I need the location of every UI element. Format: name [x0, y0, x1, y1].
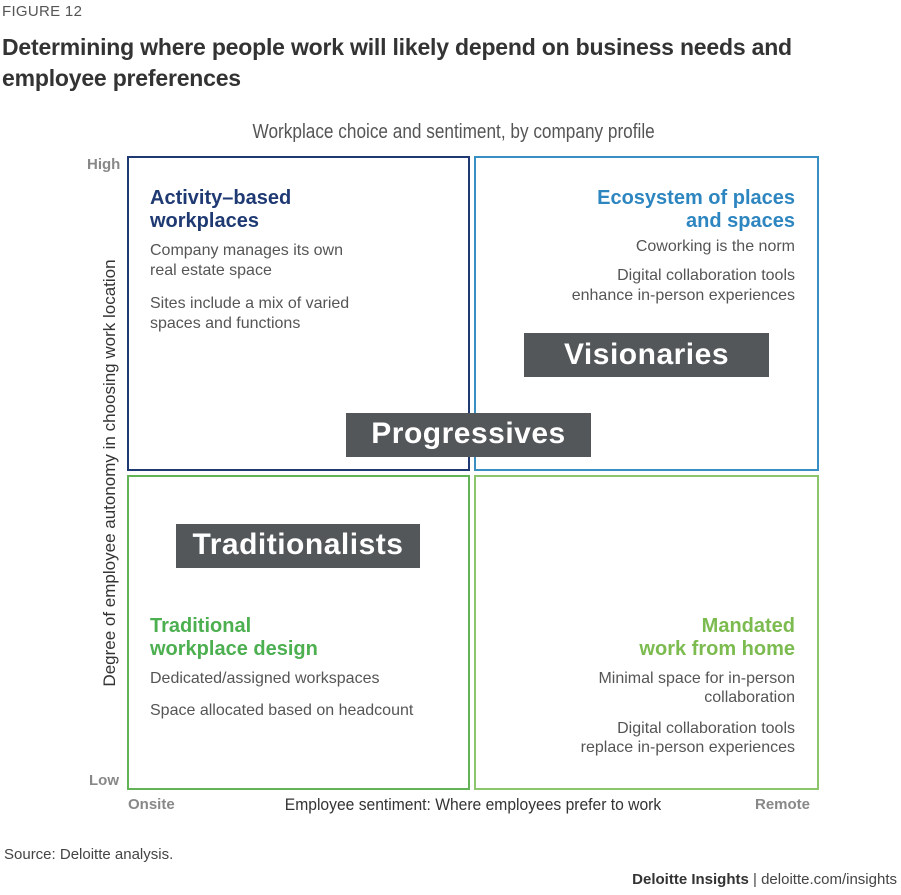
progressives-badge: Progressives — [346, 413, 591, 457]
brand-name: Deloitte Insights — [632, 871, 749, 888]
quadrant-top-right-title: Ecosystem of places and spaces — [572, 187, 795, 233]
item-line: spaces and functions — [150, 315, 301, 332]
item-line: replace in-person experiences — [580, 739, 795, 756]
quadrant-top-right-item: Digital collaboration tools enhance in-p… — [572, 266, 795, 306]
x-axis-remote-label: Remote — [755, 796, 811, 813]
footer-url: deloitte.com/insights — [761, 871, 897, 888]
quadrant-top-left-item: Company manages its own real estate spac… — [150, 241, 349, 281]
traditionalists-badge: Traditionalists — [176, 524, 420, 568]
figure-label: FIGURE 12 — [2, 3, 83, 20]
quadrant-bottom-right-content: Mandated work from home Minimal space fo… — [581, 615, 795, 757]
item-line: Digital collaboration tools — [617, 720, 795, 737]
visionaries-badge: Visionaries — [524, 333, 769, 377]
quadrant-bottom-right — [474, 475, 819, 790]
title-line: work from home — [639, 638, 795, 660]
y-axis-label: Degree of employee autonomy in choosing … — [100, 259, 119, 687]
footer-separator: | — [753, 871, 757, 888]
item-line: real estate space — [150, 262, 272, 279]
y-axis-low-label: Low — [89, 772, 119, 789]
title-line: workplaces — [150, 210, 259, 232]
item-line: enhance in-person experiences — [571, 287, 795, 304]
quadrant-top-right — [474, 156, 819, 471]
quadrant-bottom-left — [127, 475, 470, 790]
quadrant-top-left-item: Sites include a mix of varied spaces and… — [150, 294, 349, 334]
title-line: Activity–based — [150, 187, 292, 209]
source-note: Source: Deloitte analysis. — [4, 846, 174, 863]
quadrant-bottom-left-item: Dedicated/assigned workspaces — [150, 670, 380, 687]
quadrant-top-left-content: Activity–based workplaces Company manage… — [150, 187, 349, 334]
item-line: Sites include a mix of varied — [150, 295, 350, 312]
quadrant-top-right-content: Ecosystem of places and spaces Coworking… — [572, 187, 795, 306]
x-axis-onsite-label: Onsite — [128, 796, 175, 813]
title-line: Ecosystem of places — [597, 187, 795, 209]
item-line: collaboration — [704, 689, 795, 706]
quadrant-top-left — [127, 156, 470, 471]
title-line: workplace design — [150, 638, 318, 660]
quadrant-top-left-title: Activity–based workplaces — [150, 187, 349, 233]
quadrant-bottom-left-title: Traditional workplace design — [150, 615, 413, 661]
item-line: Digital collaboration tools — [617, 267, 795, 284]
figure-subtitle: Workplace choice and sentiment, by compa… — [252, 121, 655, 143]
y-axis-high-label: High — [87, 156, 121, 173]
item-line: Company manages its own — [150, 242, 343, 259]
x-axis-label: Employee sentiment: Where employees pref… — [284, 795, 662, 814]
footer-credit: Deloitte Insights | deloitte.com/insight… — [632, 871, 897, 888]
item-line: Minimal space for in-person — [598, 670, 795, 687]
quadrant-bottom-right-item: Minimal space for in-person collaboratio… — [581, 669, 795, 707]
title-line: Traditional — [150, 615, 252, 637]
figure-title: Determining where people work will likel… — [2, 34, 792, 91]
quadrant-bottom-right-item: Digital collaboration tools replace in-p… — [581, 719, 795, 757]
title-line: and spaces — [686, 210, 795, 232]
quadrant-top-right-item: Coworking is the norm — [635, 238, 795, 255]
quadrant-bottom-left-content: Traditional workplace design Dedicated/a… — [150, 615, 413, 721]
quadrant-bottom-right-title: Mandated work from home — [581, 615, 795, 661]
title-line: Mandated — [701, 615, 795, 637]
quadrant-bottom-left-item: Space allocated based on headcount — [150, 702, 414, 719]
